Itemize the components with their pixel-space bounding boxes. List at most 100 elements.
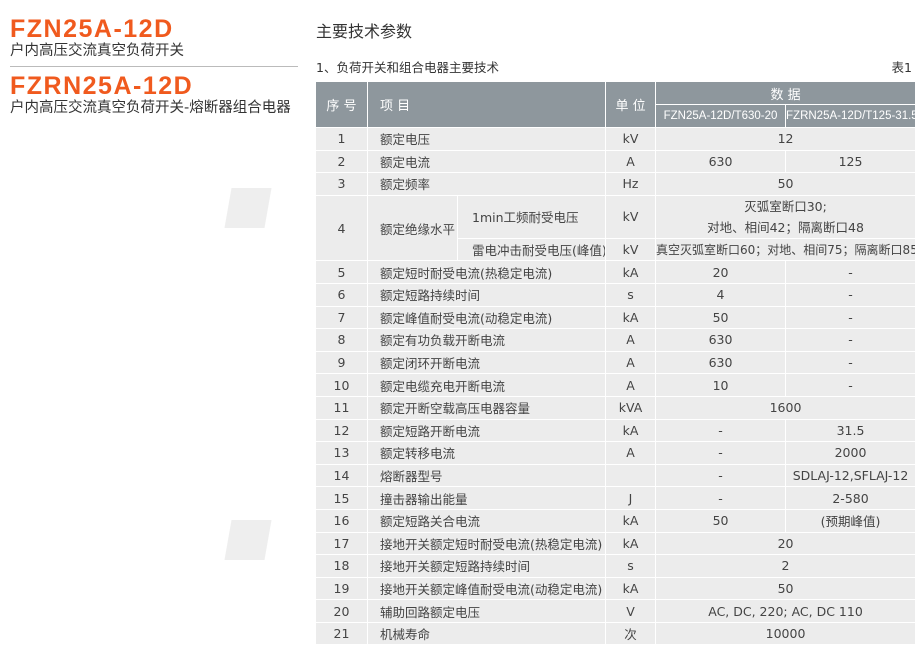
header-col1: FZN25A-12D/T630-20 [655,104,787,128]
row-unit: A [605,441,657,465]
row-value-col2: - [785,328,917,352]
row-unit: A [605,350,657,375]
section-title: 主要技术参数 [316,22,413,41]
row-value-line: 对地、相间42；隔离断口48 [707,219,864,235]
row-seq: 8 [315,328,368,352]
row-unit: kV [605,194,657,239]
table-caption: 1、负荷开关和组合电器主要技术 [316,60,499,75]
row-unit: kA [605,260,657,284]
divider [10,66,298,67]
row-value-col1: 630 [655,328,787,352]
header-col2: FZRN25A-12D/T125-31.5 [785,104,917,128]
row-seq: 4 [315,194,368,262]
row-value: 2 [655,554,917,578]
watermark-logo [224,520,272,560]
row-seq: 5 [315,260,368,284]
header-data: 数 据 [655,81,917,105]
row-unit: s [605,282,657,307]
row-item: 接地开关额定短时耐受电流(热稳定电流) [366,531,607,556]
row-value-col1: 10 [655,373,787,397]
row-item: 撞击器输出能量 [366,486,607,510]
row-value-col1: - [655,463,787,488]
row-unit: A [605,373,657,397]
row-unit [605,463,657,488]
header-item: 项 目 [366,81,607,128]
row-value: 灭弧室断口30;对地、相间42；隔离断口48 [655,194,917,239]
row-item: 机械寿命 [366,621,607,646]
row-item: 辅助回路额定电压 [366,599,607,623]
row-seq: 15 [315,486,368,510]
row-item: 额定电流 [366,149,607,174]
row-value: 10000 [655,621,917,646]
row-value-col1: - [655,486,787,510]
product-heading: FZN25A-12D 户内高压交流真空负荷开关 FZRN25A-12D 户内高压… [10,16,298,117]
row-item: 额定开断空载高压电器容量 [366,395,607,420]
row-unit: kVA [605,395,657,420]
row-seq: 11 [315,395,368,420]
model-desc-1: 户内高压交流真空负荷开关 [10,43,184,59]
row-seq: 18 [315,554,368,578]
row-unit: s [605,554,657,578]
row-seq: 16 [315,508,368,533]
row-item: 额定峰值耐受电流(动稳定电流) [366,305,607,330]
row-unit: kA [605,508,657,533]
row-item: 额定短路开断电流 [366,418,607,443]
row-value-col1: 630 [655,149,787,174]
row-unit: V [605,599,657,623]
row-value-col2: - [785,373,917,397]
row-unit: kV [605,127,657,151]
row-value-col2: - [785,305,917,330]
row-seq: 1 [315,127,368,151]
row-value-col1: 50 [655,508,787,533]
model-desc-2: 户内高压交流真空负荷开关-熔断器组合电器 [10,100,291,116]
header-unit: 单 位 [605,81,657,128]
row-value: 20 [655,531,917,556]
row-value: 真空灭弧室断口60；对地、相间75；隔离断口85 [655,237,917,262]
row-value-col1: - [655,441,787,465]
spec-table: 序 号 项 目 单 位 数 据 FZN25A-12D/T630-20 FZRN2… [315,81,917,646]
row-seq: 10 [315,373,368,397]
row-value-col2: 31.5 [785,418,917,443]
row-value-col2: 125 [785,149,917,174]
row-unit: A [605,328,657,352]
row-seq: 6 [315,282,368,307]
row-item: 接地开关额定峰值耐受电流(动稳定电流) [366,576,607,601]
header-seq: 序 号 [315,81,368,128]
row-item: 额定有功负载开断电流 [366,328,607,352]
row-item: 额定短路持续时间 [366,282,607,307]
table-number: 表1 [891,60,912,75]
row-seq: 9 [315,350,368,375]
row-value-col2: - [785,282,917,307]
row-item: 熔断器型号 [366,463,607,488]
row-value-col1: 4 [655,282,787,307]
row-item: 额定转移电流 [366,441,607,465]
row-seq: 13 [315,441,368,465]
row-unit: kV [605,237,657,262]
row-item: 额定短时耐受电流(热稳定电流) [366,260,607,284]
row-unit: kA [605,531,657,556]
row-value: AC, DC, 220; AC, DC 110 [655,599,917,623]
row-value: 50 [655,576,917,601]
row-value-col2: 2-580 [785,486,917,510]
row-value-col1: 630 [655,350,787,375]
model-name-2: FZRN25A-12D [10,72,194,100]
row-seq: 14 [315,463,368,488]
row-seq: 2 [315,149,368,174]
row-seq: 21 [315,621,368,646]
watermark-logo [224,188,272,228]
